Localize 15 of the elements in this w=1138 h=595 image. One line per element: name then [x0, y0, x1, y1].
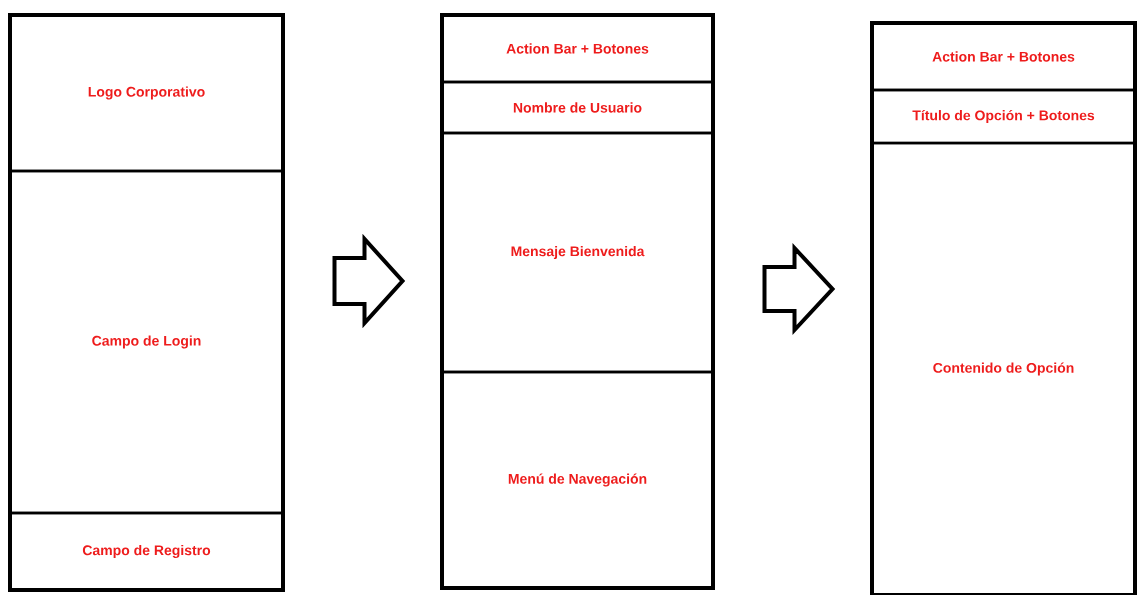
screen-frame: [8, 13, 285, 592]
block-arrow: [762, 242, 836, 336]
screen-section: Título de Opción + Botones: [870, 88, 1137, 145]
block-arrow: [332, 233, 406, 329]
screen-section: Action Bar + Botones: [440, 13, 715, 84]
screen-section: Mensaje Bienvenida: [440, 131, 715, 374]
screen-section: Campo de Login: [8, 169, 285, 515]
screen-frame: [440, 13, 715, 590]
screen-frame: [870, 21, 1137, 595]
screen-section: Menú de Navegación: [440, 370, 715, 590]
screen-section: Logo Corporativo: [8, 13, 285, 173]
screen-section: Contenido de Opción: [870, 141, 1137, 595]
screen-section: Campo de Registro: [8, 511, 285, 592]
screen-section: Action Bar + Botones: [870, 21, 1137, 92]
screen-section: Nombre de Usuario: [440, 80, 715, 135]
